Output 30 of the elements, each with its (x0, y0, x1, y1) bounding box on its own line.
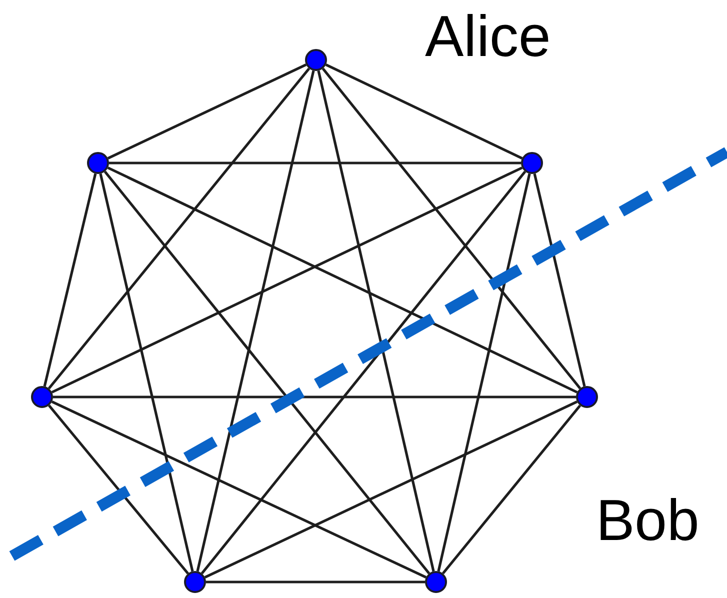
party-label: Bob (596, 492, 700, 550)
graph-edge (43, 173, 97, 387)
graph-edge (109, 162, 521, 164)
graph-vertex (576, 386, 598, 408)
graph-edge (204, 400, 578, 578)
graph-edge (325, 64, 523, 160)
graph-edge (104, 170, 430, 574)
graph-edge (322, 68, 582, 390)
party-label: Alice (425, 8, 551, 66)
graph-edge (437, 173, 531, 572)
graph-edge (53, 396, 576, 398)
graph-vertex (31, 386, 53, 408)
graph-edge (48, 68, 310, 390)
graph-vertex (425, 571, 447, 593)
graph-vertex (184, 571, 206, 593)
graph-edge (99, 173, 194, 572)
graph-edge (51, 400, 427, 578)
graph-vertex (305, 49, 327, 71)
graph-edge (206, 580, 425, 584)
graph-edge (200, 170, 526, 574)
graph-edge (442, 404, 582, 574)
graph-vertex (87, 152, 109, 174)
graph-edge (533, 173, 586, 387)
graph-edge (196, 70, 315, 572)
graph-edge (51, 166, 523, 394)
graph-edge (48, 404, 189, 574)
graph-edge (107, 166, 578, 394)
graph-edge (317, 70, 435, 572)
graph-edge (107, 64, 307, 160)
graph-vertex (521, 152, 543, 174)
